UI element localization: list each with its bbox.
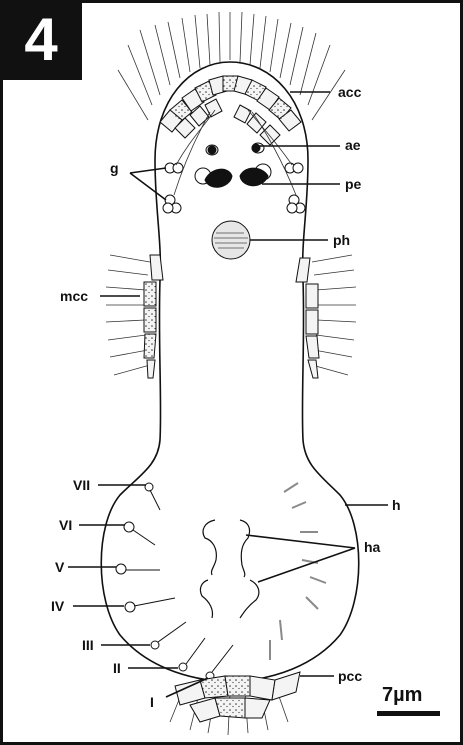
label-g: g: [110, 160, 119, 176]
label-h: h: [392, 497, 401, 513]
label-roman-vi: VI: [59, 517, 72, 533]
pharynx: [212, 221, 250, 259]
label-pcc: pcc: [338, 668, 362, 684]
label-ph: ph: [333, 232, 350, 248]
scale-bar-label: 7µm: [382, 684, 422, 707]
label-acc: acc: [338, 84, 361, 100]
label-ha: ha: [364, 539, 380, 555]
label-roman-vii: VII: [73, 477, 90, 493]
label-pe: pe: [345, 176, 361, 192]
mcc-cell-dots: [144, 282, 156, 358]
label-roman-ii: II: [113, 660, 121, 676]
label-roman-iv: IV: [51, 598, 64, 614]
label-mcc: mcc: [60, 288, 88, 304]
label-ae: ae: [345, 137, 361, 153]
label-roman-i: I: [150, 694, 154, 710]
scale-bar: [377, 711, 440, 716]
label-roman-v: V: [55, 559, 64, 575]
body-outline: [101, 62, 359, 682]
label-roman-iii: III: [82, 637, 94, 653]
